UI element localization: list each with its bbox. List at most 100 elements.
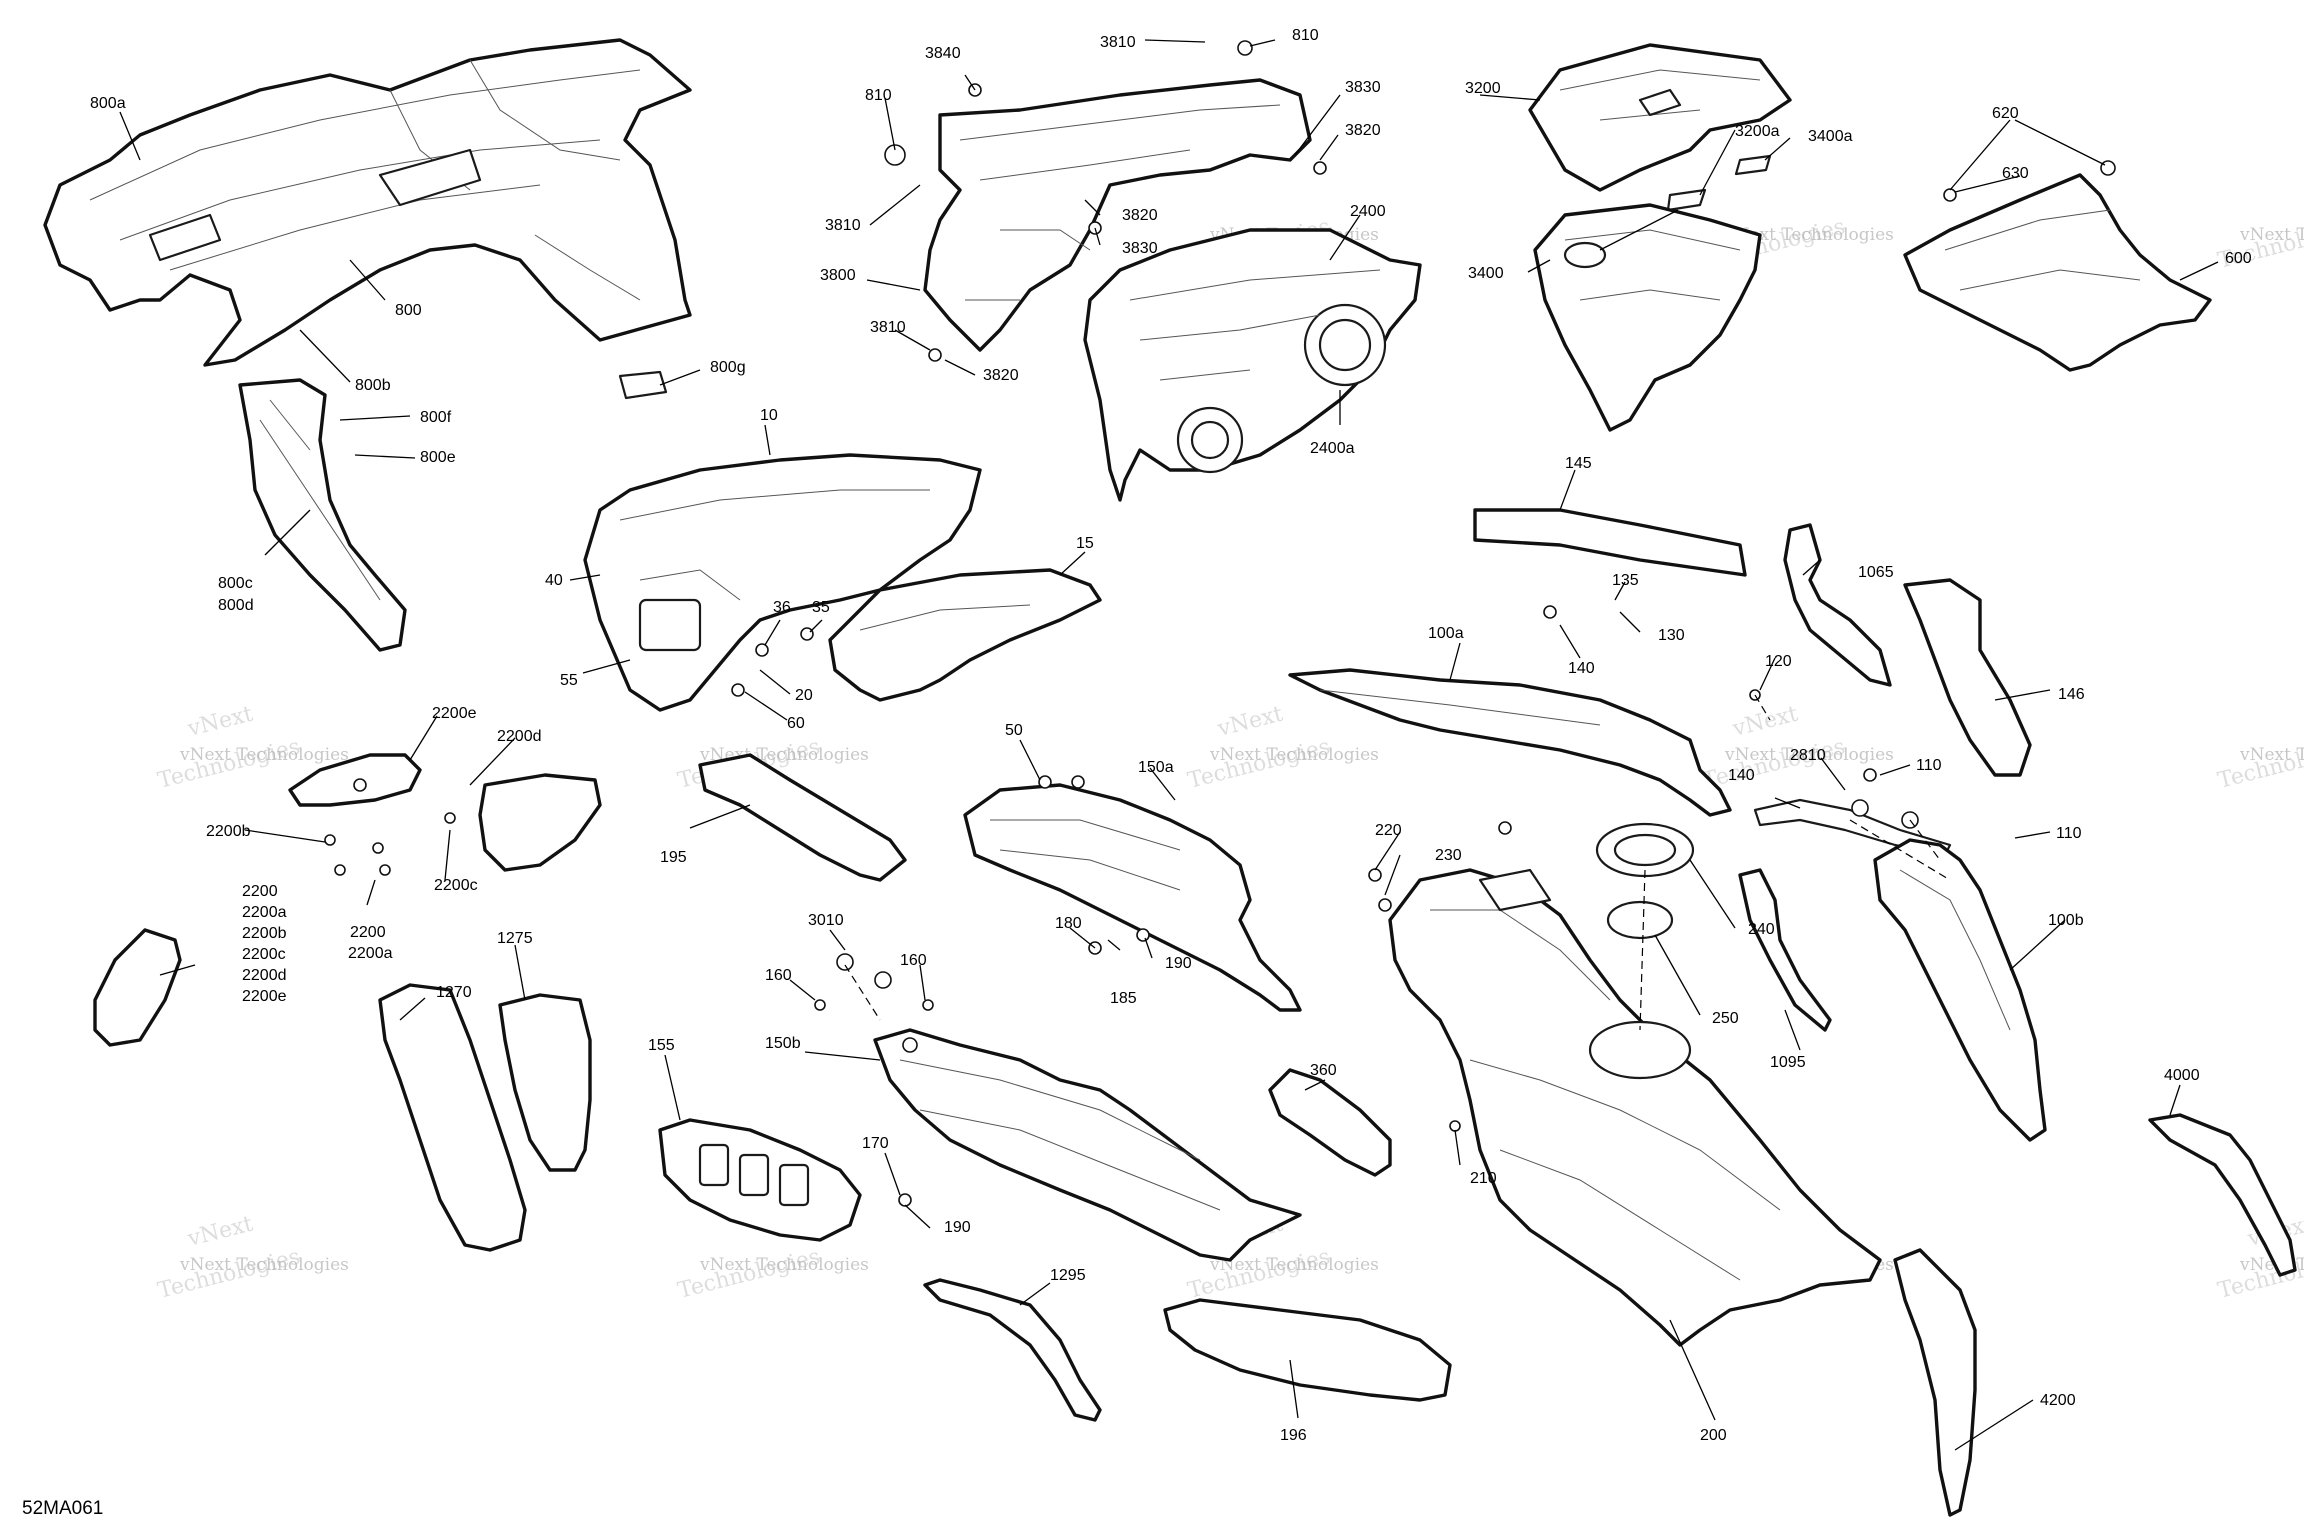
callout-2200c-top[interactable]: 2200c [434,877,478,894]
callout-155[interactable]: 155 [648,1037,675,1054]
part-1275-panel[interactable] [498,993,592,1172]
callout-2400a[interactable]: 2400a [1310,440,1355,457]
callout-180[interactable]: 180 [1055,915,1082,932]
callout-3800[interactable]: 3800 [820,267,856,284]
callout-36[interactable]: 36 [773,599,791,616]
part-2200d-mirror-glass[interactable] [478,773,602,872]
part-10-front-panel[interactable] [583,453,982,712]
part-196-lower-panel[interactable] [1163,1298,1452,1402]
part-150b-side-panel[interactable] [873,1028,1302,1262]
callout-200[interactable]: 200 [1700,1427,1727,1444]
callout-2200-mid[interactable]: 2200 [350,924,386,941]
callout-60[interactable]: 60 [787,715,805,732]
part-4200-trim[interactable] [1893,1248,1977,1517]
callout-3810-top[interactable]: 3810 [1100,34,1136,51]
callout-2200e-top[interactable]: 2200e [432,705,477,722]
part-200-main-body[interactable] [1388,868,1882,1347]
callout-190-a[interactable]: 190 [1165,955,1192,972]
callout-360[interactable]: 360 [1310,1062,1337,1079]
callout-3820-mid[interactable]: 3820 [1122,207,1158,224]
callout-3820-bot[interactable]: 3820 [983,367,1019,384]
part-600-rear-panel[interactable] [1903,173,2212,372]
part-100a-lower-frame[interactable] [1288,668,1732,817]
callout-2200a-mid[interactable]: 2200a [348,945,393,962]
callout-2200b-top[interactable]: 2200b [206,823,251,840]
callout-800c[interactable]: 800c [218,575,253,592]
callout-4000[interactable]: 4000 [2164,1067,2200,1084]
callout-130[interactable]: 130 [1658,627,1685,644]
callout-800f[interactable]: 800f [420,409,452,426]
callout-1095[interactable]: 1095 [1770,1054,1806,1071]
part-155-vent-grille[interactable] [658,1118,862,1242]
callout-620[interactable]: 620 [1992,105,2019,122]
part-100b-rear-fender[interactable] [1873,838,2047,1142]
callout-110-a[interactable]: 110 [1916,757,1942,774]
part-15-instrument-support[interactable] [828,568,1102,702]
callout-1275[interactable]: 1275 [497,930,533,947]
callout-135[interactable]: 135 [1612,572,1639,589]
callout-1295[interactable]: 1295 [1050,1267,1086,1284]
callout-4200[interactable]: 4200 [2040,1392,2076,1409]
callout-2200d-list[interactable]: 2200d [242,967,287,984]
callout-10[interactable]: 10 [760,407,778,424]
part-240-fuel-cap-ring[interactable] [1595,822,1695,878]
part-3400-storage-bin[interactable] [1533,203,1762,432]
callout-170[interactable]: 170 [862,1135,889,1152]
part-3200-cover[interactable] [1528,43,1792,192]
part-3200a-seal[interactable] [1666,188,1707,212]
callout-600[interactable]: 600 [2225,250,2252,267]
callout-3200a[interactable]: 3200a [1735,123,1780,140]
part-2200-mirror-assembly[interactable] [93,928,182,1047]
part-195-trim[interactable] [698,753,907,882]
callout-196[interactable]: 196 [1280,1427,1307,1444]
part-4000-bracket[interactable] [2148,1113,2297,1277]
part-800g-reflector[interactable] [618,370,668,400]
callout-55[interactable]: 55 [560,672,578,689]
callout-240[interactable]: 240 [1748,921,1775,938]
callout-160-a[interactable]: 160 [765,967,792,984]
part-3400a-seal[interactable] [1734,154,1772,176]
callout-1270[interactable]: 1270 [436,984,472,1001]
part-360-bracket[interactable] [1268,1068,1392,1177]
callout-210[interactable]: 210 [1470,1170,1497,1187]
callout-185[interactable]: 185 [1110,990,1137,1007]
callout-110-b[interactable]: 110 [2056,825,2082,842]
callout-35[interactable]: 35 [812,599,830,616]
callout-1065[interactable]: 1065 [1858,564,1894,581]
callout-3200[interactable]: 3200 [1465,80,1501,97]
callout-3810-bot[interactable]: 3810 [870,319,906,336]
callout-160-b[interactable]: 160 [900,952,927,969]
callout-800g[interactable]: 800g [710,359,746,376]
callout-195[interactable]: 195 [660,849,687,866]
callout-220[interactable]: 220 [1375,822,1402,839]
callout-3840[interactable]: 3840 [925,45,961,62]
callout-15[interactable]: 15 [1076,535,1094,552]
callout-100b[interactable]: 100b [2048,912,2084,929]
callout-150b[interactable]: 150b [765,1035,801,1052]
callout-140-b[interactable]: 140 [1728,767,1755,784]
part-2200e-mirror-bracket[interactable] [288,753,422,807]
callout-50[interactable]: 50 [1005,722,1023,739]
callout-150a[interactable]: 150a [1138,759,1174,776]
part-1270-panel[interactable] [378,983,527,1252]
callout-2200e-list[interactable]: 2200e [242,988,287,1005]
part-250-gasket[interactable] [1606,900,1674,940]
callout-190-b[interactable]: 190 [944,1219,971,1236]
part-150a-side-panel[interactable] [963,783,1302,1012]
callout-40[interactable]: 40 [545,572,563,589]
callout-20[interactable]: 20 [795,687,813,704]
callout-3400a[interactable]: 3400a [1808,128,1853,145]
callout-250[interactable]: 250 [1712,1010,1739,1027]
part-800c-side-panel[interactable] [238,378,407,652]
callout-800d[interactable]: 800d [218,597,254,614]
part-1095-strip[interactable] [1738,868,1832,1032]
callout-3010[interactable]: 3010 [808,912,844,929]
callout-810-top[interactable]: 810 [1292,27,1319,44]
callout-2400[interactable]: 2400 [1350,203,1386,220]
part-1065-panel[interactable] [1783,523,1892,687]
part-146-side-panel[interactable] [1903,578,2032,777]
callout-630[interactable]: 630 [2002,165,2029,182]
callout-140-a[interactable]: 140 [1568,660,1595,677]
callout-810-left[interactable]: 810 [865,87,892,104]
callout-800b[interactable]: 800b [355,377,391,394]
